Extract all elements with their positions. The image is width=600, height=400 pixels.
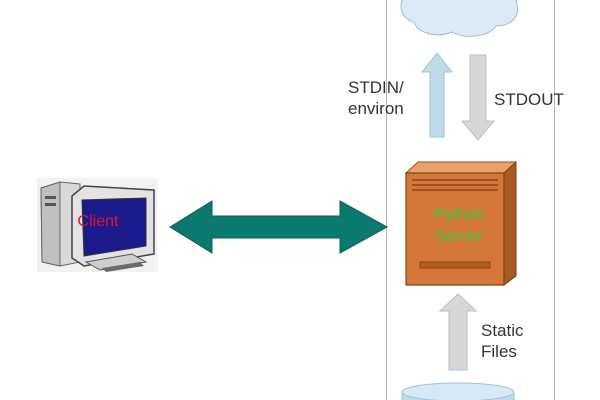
client-label: Client [77,213,119,230]
server-label-line2: Server [435,228,483,245]
stdout-arrow [460,54,496,141]
static-files-label: Static Files [481,320,524,362]
server-container [386,0,555,400]
client-server-link-arrow [169,200,389,254]
static-files-label-line2: Files [481,342,517,361]
stdout-label: STDOUT [494,90,564,109]
client-computer-icon [37,178,158,272]
stdin-label: STDIN/ environ [348,77,404,119]
server-label-line1: Python [434,206,484,223]
static-files-label-line1: Static [481,321,524,340]
stdin-label-line2: environ [348,99,404,118]
static-files-arrow [438,293,478,371]
database-icon [401,382,515,400]
stdin-arrow [420,52,454,138]
server-label: Python Server [410,204,508,248]
server-icon [404,160,518,286]
cloud-icon [400,0,519,37]
stdin-label-line1: STDIN/ [348,78,404,97]
